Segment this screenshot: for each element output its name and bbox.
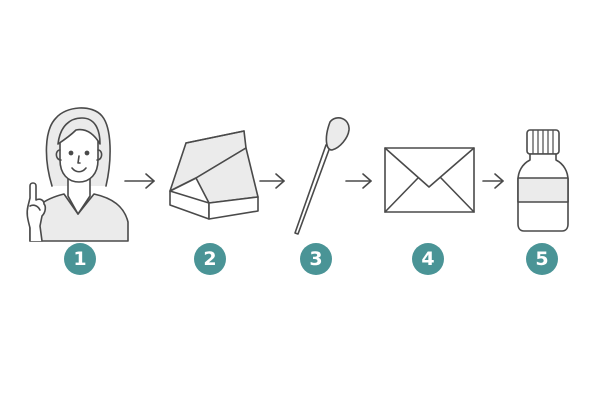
person-raising-finger-icon xyxy=(26,107,129,242)
open-box-icon xyxy=(169,130,259,220)
arrow-right-icon xyxy=(345,173,372,189)
envelope-icon xyxy=(384,147,475,213)
arrow-right-icon xyxy=(124,173,155,189)
bottle-icon xyxy=(517,129,569,232)
step-badge-4: 4 xyxy=(412,243,444,275)
step-badge-1: 1 xyxy=(64,243,96,275)
step-badge-2: 2 xyxy=(194,243,226,275)
swab-icon xyxy=(294,117,350,235)
step-badge-3: 3 xyxy=(300,243,332,275)
arrow-right-icon xyxy=(482,173,504,189)
arrow-right-icon xyxy=(259,173,285,189)
step-badge-5: 5 xyxy=(526,243,558,275)
